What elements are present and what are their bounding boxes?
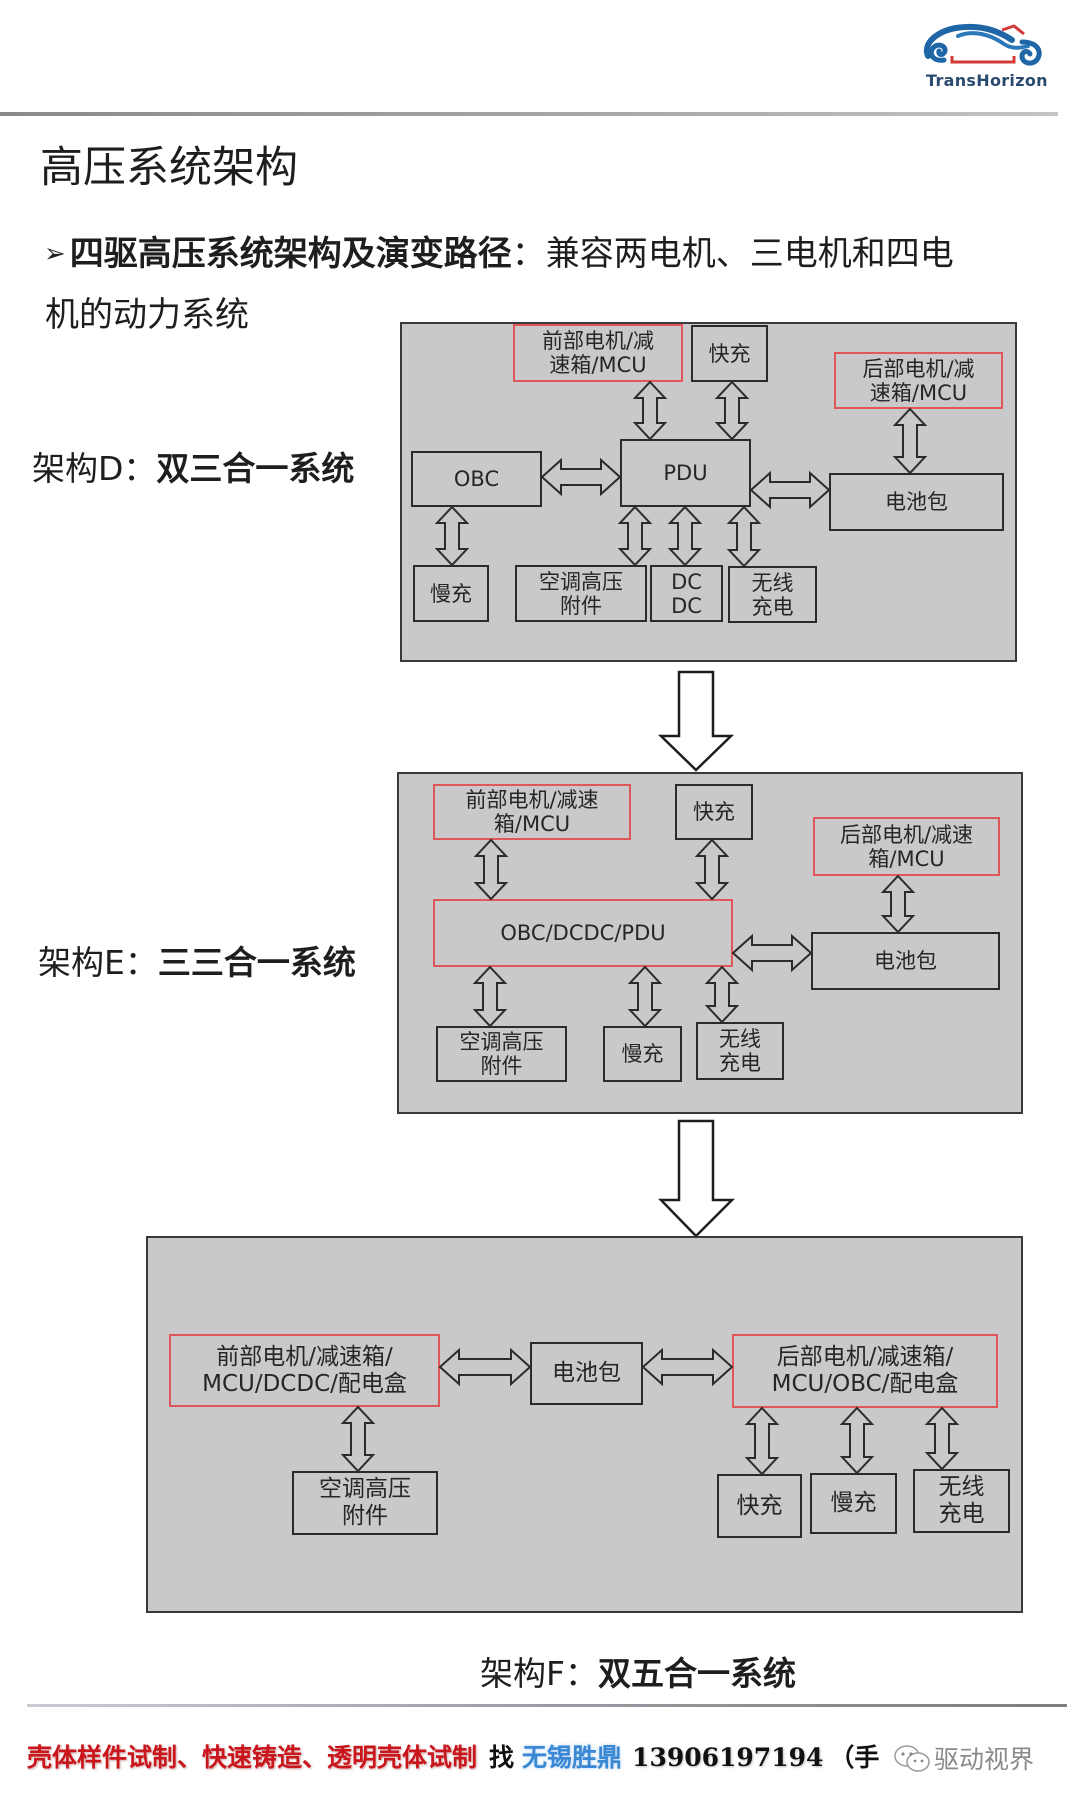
box-line: 后部电机/减速箱/ — [776, 1344, 954, 1370]
box-line: 速箱/MCU — [869, 380, 968, 405]
box-line: 充电 — [719, 1051, 761, 1075]
pdu-box: PDU — [620, 439, 751, 507]
box-line: OBC — [453, 467, 500, 491]
battery-pack-box: 电池包 — [530, 1342, 643, 1405]
box-line: 空调高压 — [459, 1030, 544, 1054]
architecture-d-diagram — [400, 322, 1017, 662]
subtitle-bold: 四驱高压系统架构及演变路径 — [69, 234, 512, 274]
watermark: 驱动视界 — [892, 1740, 1034, 1776]
bullet-arrow-icon: ➢ — [44, 239, 66, 269]
ac-hv-accessory-box: 空调高压 附件 — [515, 565, 647, 622]
fast-charge-box: 快充 — [691, 325, 768, 382]
box-line: 充电 — [751, 594, 794, 619]
wechat-icon — [894, 1745, 930, 1772]
footer-phone-note: （手 — [829, 1743, 880, 1772]
footer-divider — [27, 1704, 1067, 1707]
box-line: MCU/OBC/配电盒 — [771, 1371, 959, 1397]
box-line: OBC/DCDC/PDU — [500, 921, 666, 945]
label-bold: 三三合一系统 — [157, 943, 356, 982]
box-line: 慢充 — [621, 1042, 664, 1066]
watermark-text: 驱动视界 — [934, 1745, 1035, 1774]
architecture-e-label: 架构E：三三合一系统 — [38, 943, 356, 983]
box-line: PDU — [663, 461, 708, 485]
box-line: 无线 — [719, 1027, 761, 1051]
obc-dcdc-pdu-box: OBC/DCDC/PDU — [433, 899, 733, 967]
subtitle-continuation: 机的动力系统 — [45, 295, 249, 335]
footer-phone: 13906197194 — [632, 1743, 824, 1772]
box-line: 电池包 — [874, 949, 937, 973]
fast-charge-box: 快充 — [717, 1474, 802, 1538]
label-prefix: 架构D： — [32, 449, 157, 488]
box-line: 无线 — [751, 570, 794, 595]
wireless-charge-box: 无线 充电 — [728, 566, 817, 623]
label-bold: 双五合一系统 — [597, 1654, 796, 1693]
rear-motor-box: 后部电机/减速 箱/MCU — [813, 817, 1000, 876]
down-arrow-icon — [658, 1119, 736, 1238]
box-line: 箱/MCU — [493, 812, 571, 836]
transhorizon-logo-icon — [918, 16, 1046, 72]
front-motor-box: 前部电机/减 速箱/MCU — [513, 324, 683, 382]
footer-advert: 壳体样件试制、快速铸造、透明壳体试制找无锡胜鼎 13906197194（手 — [27, 1740, 879, 1776]
box-line: 充电 — [938, 1501, 985, 1527]
wireless-charge-box: 无线 充电 — [696, 1022, 784, 1080]
box-line: 无线 — [938, 1474, 985, 1500]
down-arrow-icon — [657, 670, 735, 772]
rear-integrated-unit-box: 后部电机/减速箱/ MCU/OBC/配电盒 — [732, 1334, 998, 1408]
box-line: 空调高压 — [539, 569, 623, 594]
rear-motor-box: 后部电机/减 速箱/MCU — [834, 352, 1003, 409]
subtitle-bullet: ➢四驱高压系统架构及演变路径：兼容两电机、三电机和四电 — [44, 232, 954, 279]
box-line: MCU/DCDC/配电盒 — [202, 1370, 407, 1397]
battery-pack-box: 电池包 — [811, 932, 1000, 990]
footer-services: 壳体样件试制、快速铸造、透明壳体试制 — [27, 1743, 478, 1772]
box-line: 后部电机/减 — [862, 356, 975, 381]
box-line: 附件 — [560, 593, 602, 618]
wireless-charge-box: 无线 充电 — [913, 1469, 1010, 1533]
box-line: 快充 — [693, 800, 735, 824]
fast-charge-box: 快充 — [675, 784, 753, 840]
box-line: 前部电机/减 — [541, 329, 655, 353]
ac-hv-accessory-box: 空调高压 附件 — [292, 1471, 438, 1535]
header-divider — [0, 112, 1058, 116]
slow-charge-box: 慢充 — [603, 1026, 682, 1082]
box-line: 后部电机/减速 — [839, 822, 974, 847]
subtitle-rest: ：兼容两电机、三电机和四电 — [511, 234, 954, 274]
box-line: 慢充 — [430, 581, 472, 606]
label-prefix: 架构E： — [38, 943, 158, 982]
box-line: 电池包 — [885, 490, 948, 514]
box-line: 附件 — [342, 1503, 388, 1529]
label-prefix: 架构F： — [480, 1654, 598, 1693]
box-line: 箱/MCU — [868, 846, 945, 871]
box-line: DC — [671, 569, 702, 594]
footer-find: 找 — [489, 1743, 515, 1772]
dcdc-box: DC DC — [650, 565, 723, 622]
page-title: 高压系统架构 — [40, 143, 298, 193]
architecture-e-diagram — [397, 772, 1023, 1114]
obc-box: OBC — [411, 451, 542, 507]
box-line: 慢充 — [830, 1490, 877, 1516]
box-line: 电池包 — [552, 1360, 621, 1386]
box-line: 前部电机/减速箱/ — [216, 1343, 393, 1370]
front-integrated-unit-box: 前部电机/减速箱/ MCU/DCDC/配电盒 — [169, 1334, 440, 1407]
architecture-f-diagram — [146, 1236, 1023, 1613]
box-line: 空调高压 — [319, 1476, 411, 1502]
box-line: 前部电机/减速 — [465, 788, 599, 812]
box-line: 快充 — [708, 341, 751, 366]
footer-company: 无锡胜鼎 — [522, 1743, 623, 1772]
slow-charge-box: 慢充 — [413, 565, 489, 622]
label-bold: 双三合一系统 — [156, 449, 355, 488]
slow-charge-box: 慢充 — [810, 1473, 897, 1534]
front-motor-box: 前部电机/减速 箱/MCU — [433, 784, 631, 840]
ac-hv-accessory-box: 空调高压 附件 — [436, 1026, 567, 1082]
architecture-d-label: 架构D：双三合一系统 — [32, 449, 354, 489]
box-line: 快充 — [736, 1492, 783, 1519]
architecture-f-label: 架构F：双五合一系统 — [480, 1654, 796, 1694]
box-line: 速箱/MCU — [549, 353, 647, 377]
box-line: 附件 — [480, 1054, 523, 1078]
battery-pack-box: 电池包 — [829, 473, 1004, 531]
logo-text: TransHorizon — [926, 71, 1048, 90]
box-line: DC — [671, 593, 702, 618]
